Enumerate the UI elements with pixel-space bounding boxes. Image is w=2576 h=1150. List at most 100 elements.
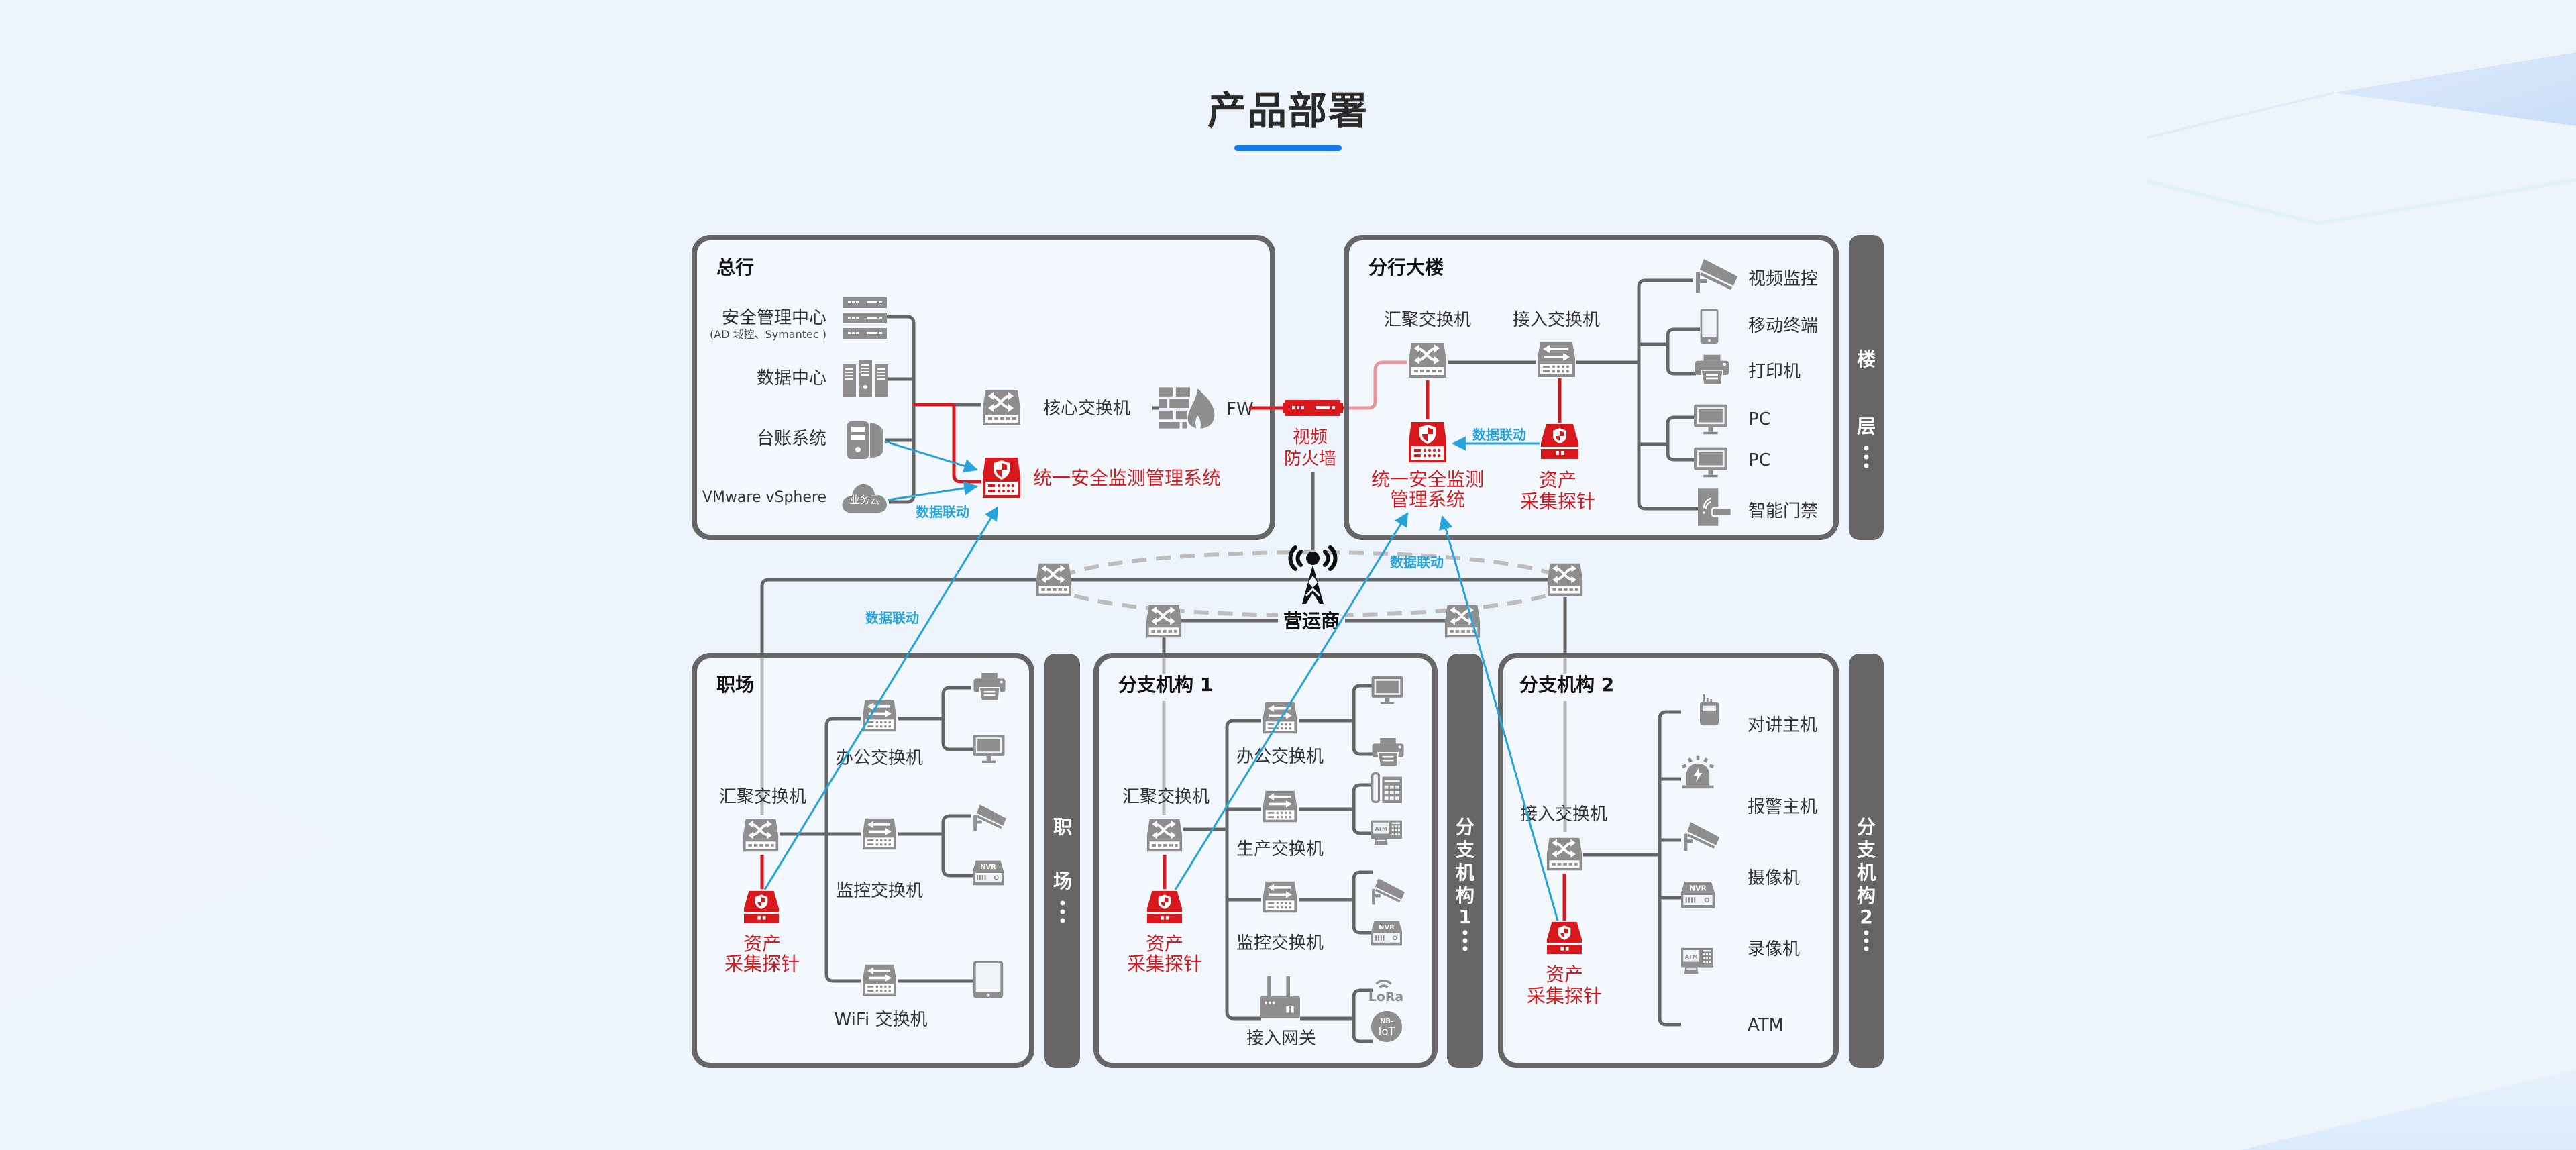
branch1-tab-bg[interactable] [1447,654,1483,1068]
core-switch-label: 核心交换机 [1043,399,1130,419]
tablet-icon [973,961,1004,998]
aggregation-switch-icon [1146,817,1183,853]
branch2-tab-bg[interactable] [1849,654,1884,1068]
ring-switch-icon [1546,562,1584,598]
hq-frame [692,235,1275,540]
nvr-icon [1681,881,1715,909]
workplace-uplink [760,578,769,815]
floor-tab-char: 楼 [1857,348,1876,370]
workplace-title: 职场 [716,674,754,696]
device-branch-line [1299,684,1373,756]
server-stack-icon [843,297,887,339]
data-link-label: 数据联动 [1390,554,1444,570]
aggregation-switch-label: 汇聚交换机 [1122,787,1210,807]
monitor-system-icon [983,458,1020,498]
monitor-system-label-line2: 管理系统 [1390,488,1465,511]
switch-label: 生产交换机 [1236,839,1324,859]
device-branch-line [1299,783,1373,835]
floor-tab-bg[interactable] [1849,235,1884,540]
carrier-label: 营运商 [1283,610,1340,632]
asset-probe-icon [1147,890,1182,924]
label-backdrop [1114,674,1214,701]
switch-label: 办公交换机 [836,748,923,768]
branch2-tab-char: 2 [1860,906,1872,928]
nvr-icon [1371,921,1402,946]
device-label: 智能门禁 [1748,501,1818,521]
device-bus [1658,710,1681,1027]
switch-label: WiFi 交换机 [835,1010,928,1030]
ring-switch-icon [1145,603,1183,639]
floor-tab-char: 层 [1857,415,1876,437]
aggregation-switch-label: 汇聚交换机 [719,787,806,807]
workplace-tab-char: 职 [1053,816,1072,838]
workplace-tab-bg[interactable] [1044,654,1080,1068]
switch-label: 办公交换机 [1236,747,1324,767]
branch2-tab-char: 分 [1857,816,1876,838]
cloud-icon-label: 业务云 [849,494,879,506]
label-backdrop [1278,608,1345,632]
monitor-system-icon [1409,422,1446,462]
device-branch-line [1639,327,1700,376]
hq-panel: 总行 安全管理中心 (AD 域控、Symantec ) 数据中心 台账系统 业务… [692,235,1275,540]
device-label: 对讲主机 [1748,715,1817,735]
branch2-frame [1498,653,1839,1068]
floor-side-tab[interactable]: 楼 层 [1849,235,1884,540]
asset-probe-icon [744,890,779,924]
data-link-arrow [763,506,999,890]
switch-label: 接入网关 [1246,1029,1316,1049]
device-label: 移动终端 [1748,316,1818,336]
branch1-panel: 分支机构 1 汇聚交换机 资产 采集探针 办公交换机 生产交换机 监控交换机 接… [1093,512,1438,1068]
page-title: 产品部署 [1207,88,1368,134]
monitor-system-label-line1: 统一安全监测 [1371,468,1484,490]
ellipsis-dot [1060,900,1065,906]
device-branch-line [1300,988,1373,1043]
branch2-tab-char: 构 [1857,884,1876,906]
device-branch-line [1299,870,1373,935]
asset-probe-label-line2: 采集探针 [1527,985,1602,1007]
hq-source-sublabel: (AD 域控、Symantec ) [710,328,826,341]
ellipsis-dot [1462,930,1468,935]
asset-probe-label-line2: 采集探针 [724,953,800,975]
radio-tower-icon [1291,547,1336,604]
aggregation-switch-icon [742,817,780,853]
switch-bus [1225,719,1261,1021]
device-label: 视频监控 [1748,269,1818,289]
access-switch-icon [1538,342,1575,377]
data-center-icon [843,360,888,397]
ellipsis-dot [1462,938,1468,943]
device-label: ATM [1748,1015,1784,1035]
title-underline [1234,145,1342,151]
asset-probe-icon [1541,424,1578,459]
core-switch-icon [981,389,1022,427]
office-switch-icon [863,700,896,732]
asset-probe-label-line2: 采集探针 [1520,490,1595,513]
device-label: PC [1748,409,1771,429]
workplace-tab-char: 场 [1053,870,1072,892]
hq-red-link [952,405,981,484]
production-switch-icon [1263,790,1297,823]
data-link-arrow [884,440,979,473]
asset-probe-label-line2: 采集探针 [1127,953,1202,975]
ellipsis-dot [1864,454,1869,460]
branch1-tab-char: 构 [1456,884,1474,906]
access-switch-label: 接入交换机 [1513,310,1600,330]
branch2-title: 分支机构 2 [1519,674,1614,696]
branch1-tab-char: 分 [1456,816,1474,838]
data-link-label: 数据联动 [1472,427,1526,443]
device-branch-line [898,686,973,751]
branch1-side-tab[interactable]: 分 支 机 构 1 [1447,654,1483,1068]
ellipsis-dot [1864,446,1869,451]
asset-probe-icon [1547,921,1582,955]
video-firewall-label-line2: 防火墙 [1284,449,1336,469]
branch2-side-tab[interactable]: 分 支 机 构 2 [1849,654,1884,1068]
branch-building-panel: 分行大楼 汇聚交换机 接入交换机 数据联动 统一安全监测 管理系统 资产 采集探… [1344,235,1839,540]
branch1-title: 分支机构 1 [1118,674,1213,696]
ellipsis-dot [1864,938,1869,943]
monitor-switch-icon [863,818,896,850]
device-label: 摄像机 [1748,868,1800,888]
switch-bus [824,717,861,983]
workplace-side-tab[interactable]: 职 场 [1044,654,1080,1068]
hq-source-label: 数据中心 [757,368,826,388]
workplace-panel: 职场 汇聚交换机 资产 采集探针 办公交换机 监控交换机 WiFi 交换机 [692,506,1034,1068]
